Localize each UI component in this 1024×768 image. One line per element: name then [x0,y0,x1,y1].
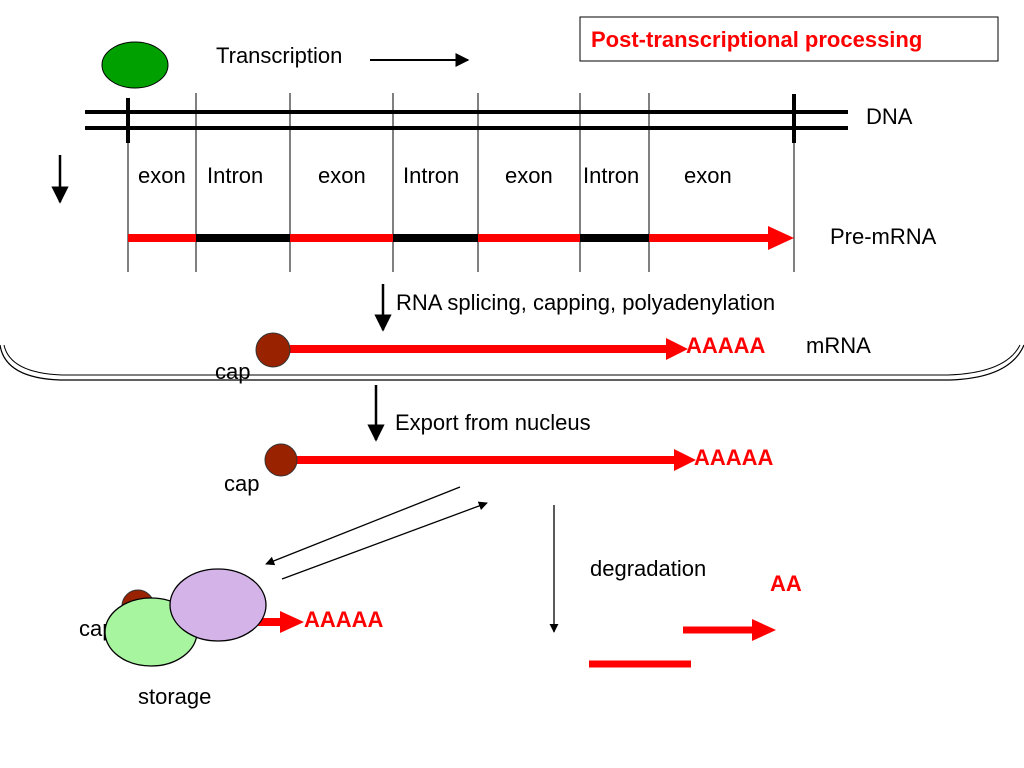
mrna-nucleus: AAAAA mRNA cap [215,332,871,384]
degraded-mrna: AA [589,571,802,668]
degradation-label: degradation [590,556,706,581]
nuclear-envelope-inner [3,344,1021,376]
segment-label-intron: Intron [583,163,639,188]
poly-a-tail: AAAAA [686,333,766,358]
poly-a-tail-short: AA [770,571,802,596]
segment-label-intron: Intron [403,163,459,188]
cap-label: cap [215,359,250,384]
from-storage-arrow [281,501,488,580]
mrna-cytoplasm: AAAAA cap [224,443,774,496]
segment-boundaries [127,93,795,272]
segment-label-exon: exon [684,163,732,188]
cap-label: cap [224,471,259,496]
cap-circle [264,443,298,477]
pre-mrna-arrowhead [768,226,794,250]
pre-mrna-label: Pre-mRNA [830,224,937,249]
segment-label-exon: exon [318,163,366,188]
rna-polymerase [101,41,169,89]
dna-label: DNA [866,104,913,129]
splicing-label: RNA splicing, capping, polyadenylation [396,290,775,315]
title: Post-transcriptional processing [591,27,922,52]
export-label: Export from nucleus [395,410,591,435]
storage-complex: cap AAAAA storage [79,568,384,709]
mrna-label: mRNA [806,333,871,358]
ribosome-large-subunit [169,568,267,642]
storage-label: storage [138,684,211,709]
segment-label-exon: exon [505,163,553,188]
title-box: Post-transcriptional processing [579,16,999,62]
segment-label-intron: Intron [207,163,263,188]
nuclear-envelope [0,344,1024,381]
poly-a-tail: AAAAA [304,607,384,632]
transcription-label: Transcription [216,43,342,68]
cap-circle [255,332,291,368]
poly-a-tail: AAAAA [694,445,774,470]
segment-label-exon: exon [138,163,186,188]
dna-strands [85,94,848,143]
segment-labels: exon Intron exon Intron exon Intron exon [138,163,732,188]
to-storage-arrow [265,486,461,566]
